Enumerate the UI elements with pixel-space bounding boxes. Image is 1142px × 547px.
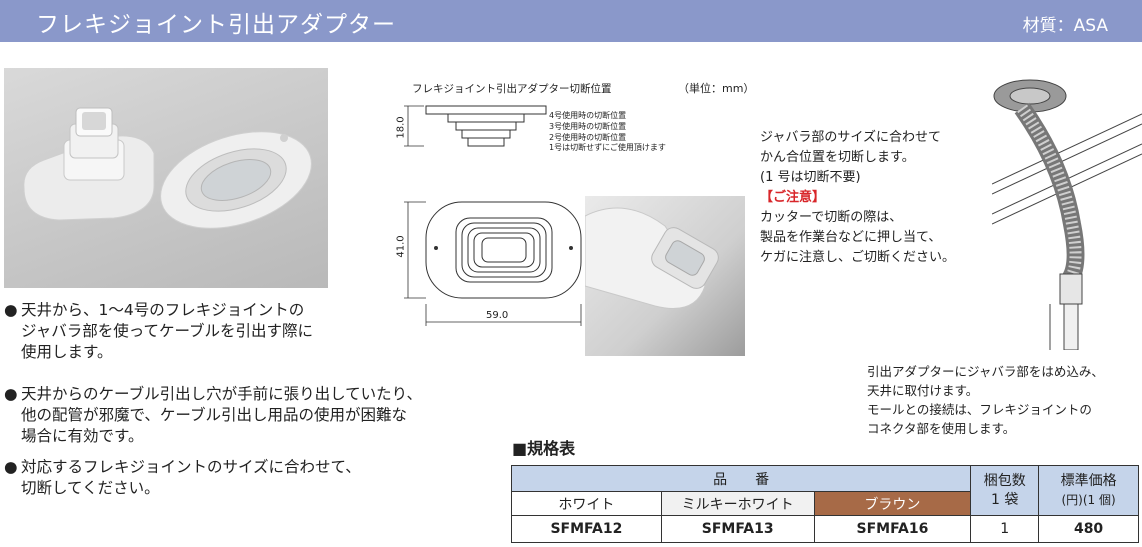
price-header: 標準価格 (円)(1 個)	[1038, 465, 1139, 516]
bullet: ●	[4, 385, 18, 403]
description-1-line: 天井から、1～4号のフレキジョイントの	[21, 301, 305, 319]
note2-line: 引出アダプターにジャバラ部をはめ込み、	[867, 364, 1104, 379]
caution-line: カッターで切断の際は、	[760, 210, 903, 225]
cut-note: ジャバラ部のサイズに合わせて かん合位置を切断します。 (1 号は切断不要) 【…	[760, 128, 955, 268]
product-photo	[4, 68, 328, 288]
dim-height-label: 18.0	[395, 116, 407, 139]
spec-header-row: 品 番 梱包数 1 袋 標準価格 (円)(1 個)	[510, 465, 1139, 516]
page-title: フレキジョイント引出アダプター	[36, 12, 396, 38]
dim-width-label: 59.0	[486, 310, 509, 321]
cut-position-drawing	[404, 105, 582, 326]
note2-line: 天井に取付けます。	[867, 383, 979, 398]
dim-depth-label: 41.0	[395, 235, 407, 258]
side-profile	[425, 105, 547, 147]
header-bar: フレキジョイント引出アダプター 材質：ASA	[0, 0, 1142, 42]
code-milky-white: SFMFA13	[660, 515, 815, 543]
note-line: ジャバラ部のサイズに合わせて	[760, 130, 941, 145]
cut-label-3: 3号使用時の切断位置	[549, 122, 627, 131]
note-line: かん合位置を切断します。	[760, 150, 915, 165]
code-white: SFMFA12	[511, 515, 662, 543]
description-3-line: 対応するフレキジョイントのサイズに合わせて、	[21, 458, 361, 476]
color-brown: ブラウン	[813, 491, 972, 516]
cut-label-4: 4号使用時の切断位置	[549, 111, 627, 120]
pack-value: 1	[970, 515, 1040, 543]
description-2: ● 天井からのケーブル引出し穴が手前に張り出していたり、 他の配管が邪魔で、ケー…	[4, 384, 474, 447]
code-brown: SFMFA16	[813, 515, 972, 543]
spec-table: 品 番 梱包数 1 袋 標準価格 (円)(1 個) ホワイト ミルキーホワイト …	[510, 465, 1139, 543]
price-header-line: 標準価格	[1060, 472, 1117, 489]
dim-line-height	[404, 105, 424, 147]
product-photo-illustration	[23, 107, 312, 229]
diagram-unit: （単位：mm）	[678, 82, 755, 95]
description-3: ● 対応するフレキジョイントのサイズに合わせて、 切断してください。	[4, 457, 474, 499]
caution-line: 製品を作業台などに押し当て、	[760, 230, 942, 245]
note-line: (1 号は切断不要)	[760, 170, 861, 185]
cutting-photo	[584, 196, 745, 356]
cut-label-1: 1号は切断せずにご使用頂けます	[549, 143, 666, 152]
product-number-header: 品 番	[510, 465, 972, 492]
installation-drawing	[991, 79, 1142, 351]
pack-header-line: 梱包数	[983, 472, 1026, 489]
pack-header-line: 1 袋	[991, 491, 1019, 508]
description-2-line: 天井からのケーブル引出し穴が手前に張り出していたり、	[21, 385, 422, 403]
diagram-title: フレキジョイント引出アダプター切断位置	[412, 83, 612, 95]
description-1-line: 使用します。	[21, 343, 113, 361]
spec-data-row: SFMFA12 SFMFA13 SFMFA16 1 480	[511, 515, 1139, 543]
adapter-right	[160, 131, 312, 229]
installation-illustration	[991, 74, 1142, 351]
dim-line-width	[425, 304, 582, 326]
description-1: ● 天井から、1～4号のフレキジョイントの ジャバラ部を使ってケーブルを引出す際…	[4, 300, 474, 363]
price-value: 480	[1038, 515, 1139, 543]
adapter-left	[23, 107, 155, 221]
color-white: ホワイト	[511, 491, 662, 516]
color-milky-white: ミルキーホワイト	[660, 491, 815, 516]
cut-label-2: 2号使用時の切断位置	[549, 133, 627, 142]
description-3-line: 切断してください。	[21, 479, 160, 497]
installation-note: 引出アダプターにジャバラ部をはめ込み、 天井に取付けます。 モールとの接続は、フ…	[867, 362, 1104, 438]
note2-line: モールとの接続は、フレキジョイントの	[867, 402, 1092, 417]
spec-color-row: ホワイト ミルキーホワイト ブラウン	[511, 491, 1139, 516]
bullet: ●	[4, 301, 18, 319]
cutting-illustration	[584, 207, 719, 309]
top-view	[425, 201, 582, 299]
description-2-line: 他の配管が邪魔で、ケーブル引出し用品の使用が困難な	[21, 406, 407, 424]
caution-line: ケガに注意し、ご切断ください。	[760, 250, 956, 265]
pack-header: 梱包数 1 袋	[970, 465, 1040, 516]
description-1-line: ジャバラ部を使ってケーブルを引出す際に	[21, 322, 314, 340]
caution-title: 【ご注意】	[760, 190, 826, 205]
description-2-line: 場合に有効です。	[21, 427, 144, 445]
dim-line-depth	[404, 201, 426, 299]
price-header-line: (円)(1 個)	[1061, 492, 1116, 507]
note2-line: コネクタ部を使用します。	[867, 421, 1016, 436]
material-label: 材質：ASA	[1022, 16, 1108, 36]
spec-title: ■規格表	[512, 439, 576, 458]
bullet: ●	[4, 458, 18, 476]
